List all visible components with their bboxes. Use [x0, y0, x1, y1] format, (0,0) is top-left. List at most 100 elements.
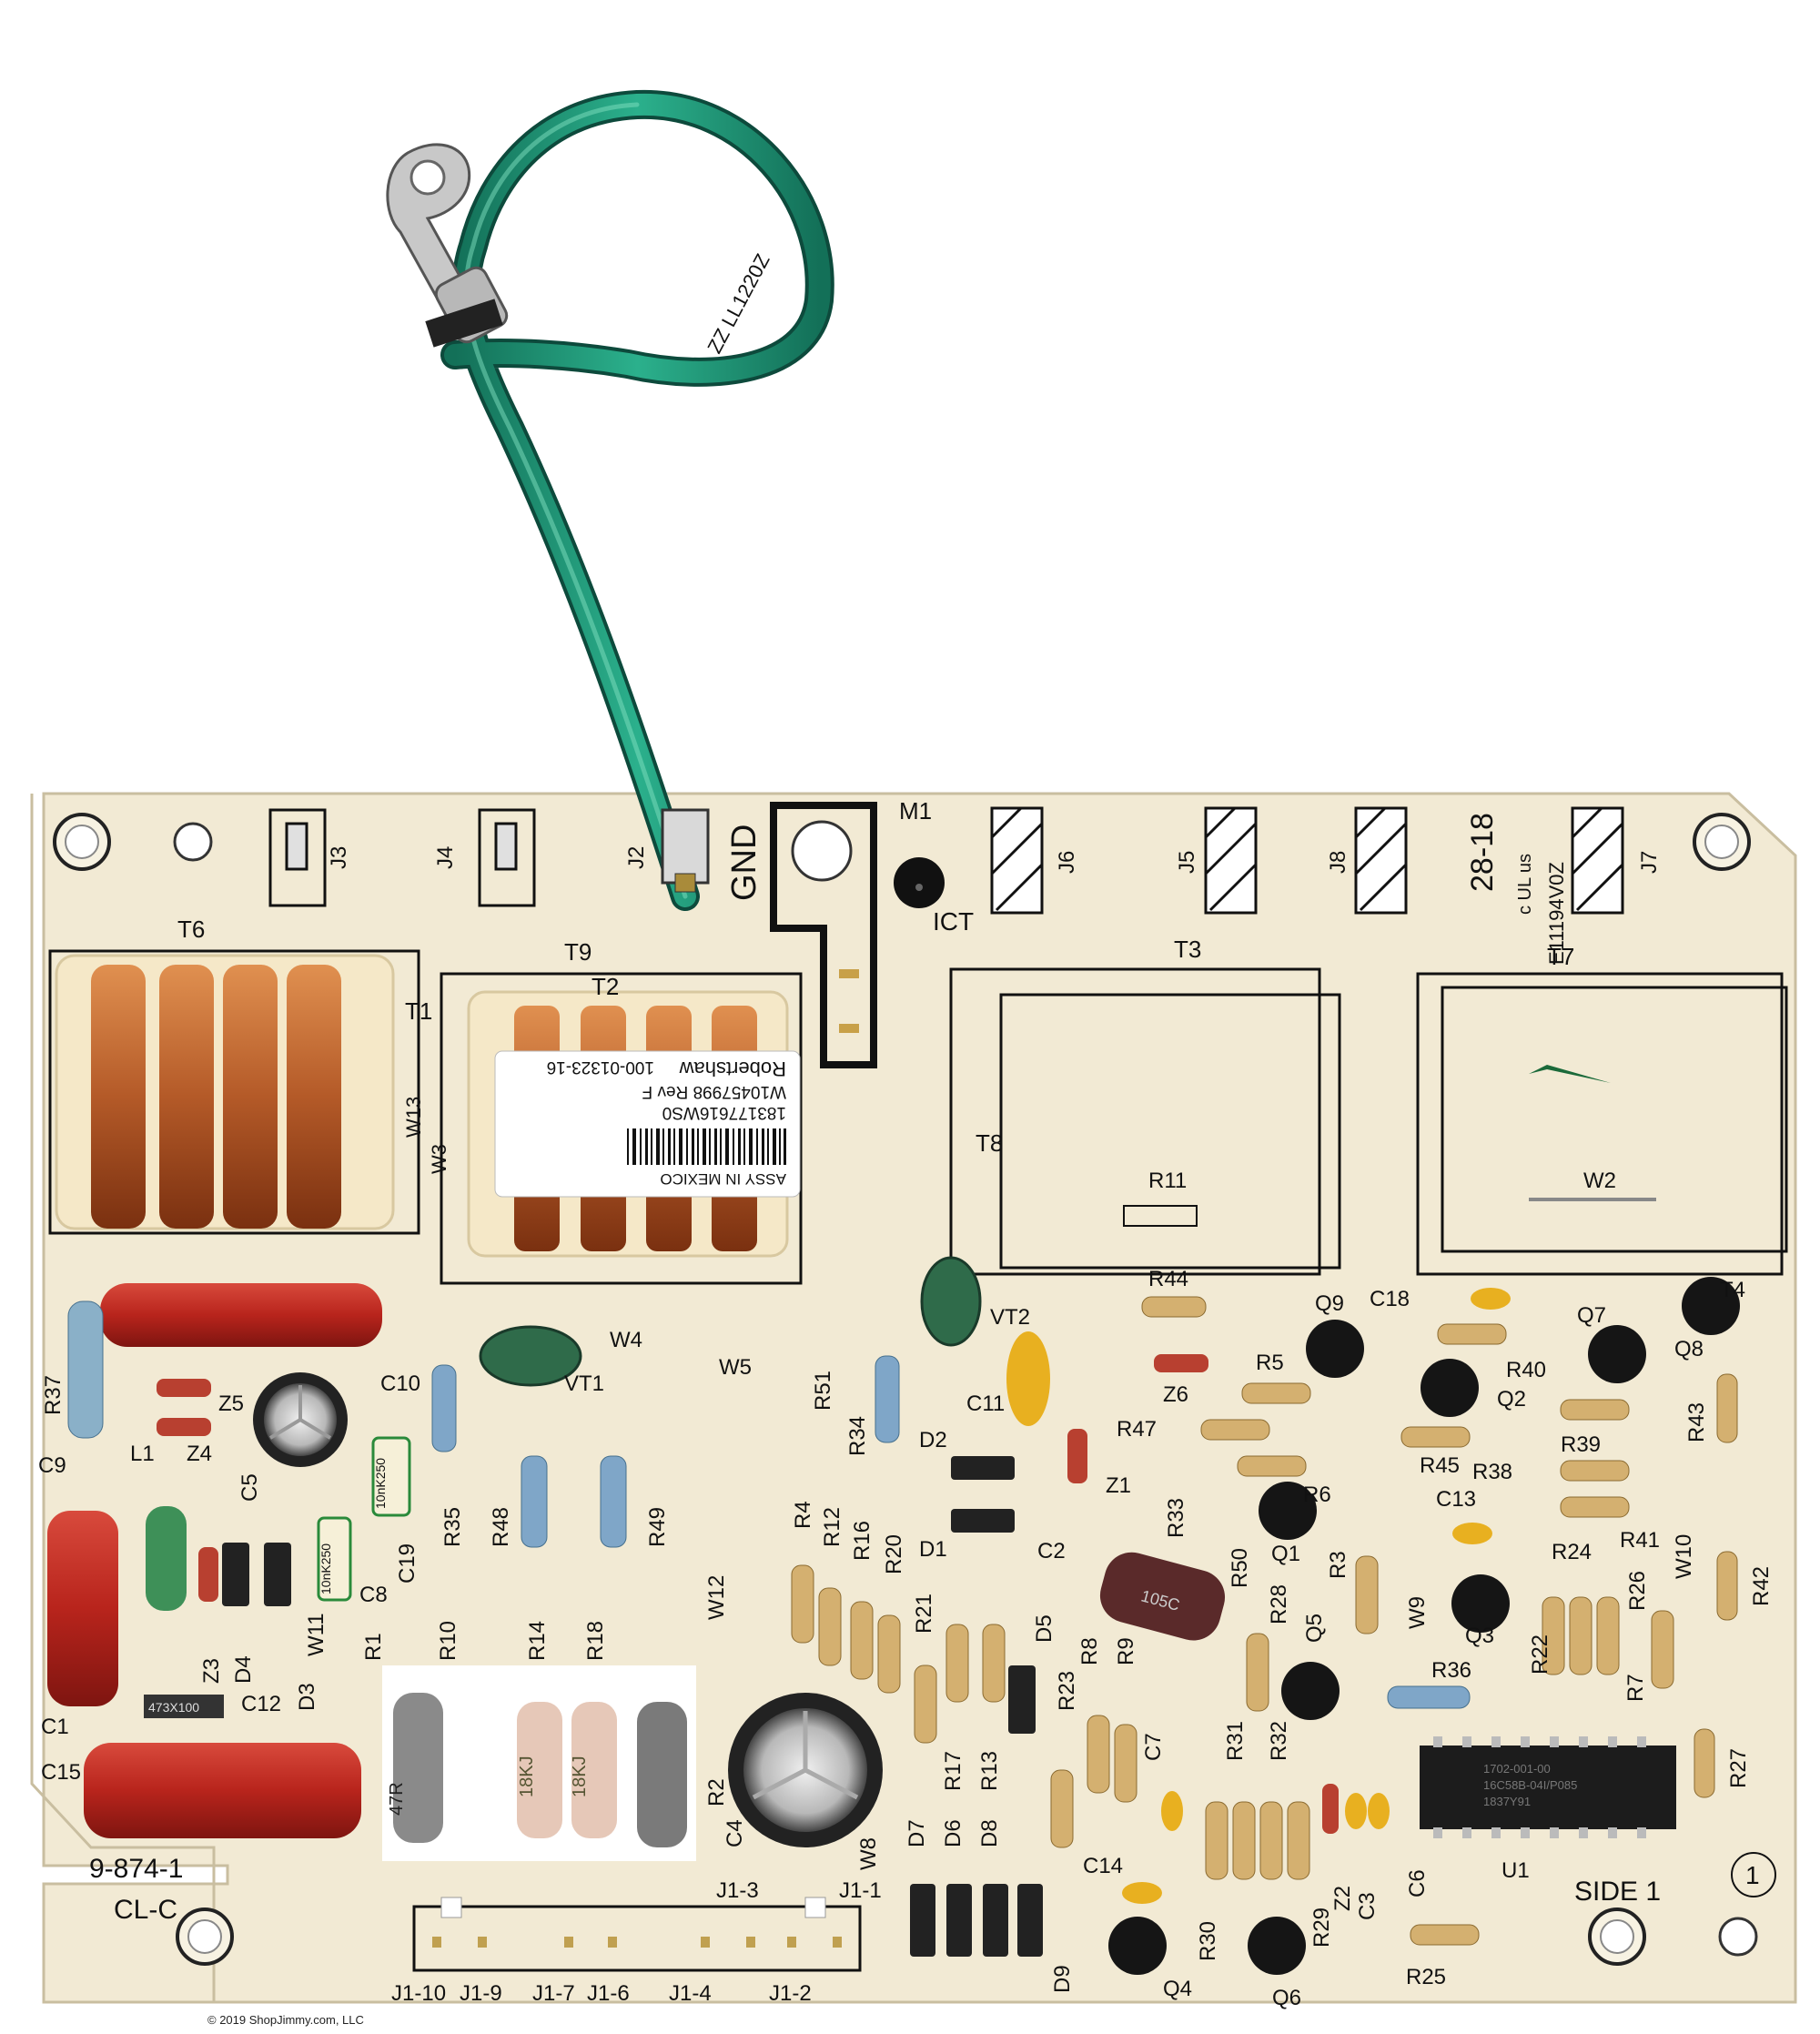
copyright-text: © 2019 ShopJimmy.com, LLC	[207, 2013, 364, 2027]
diodes	[222, 1456, 1043, 1957]
label-r29: R29	[1309, 1908, 1334, 1948]
sticker-line4: Robertshaw	[679, 1057, 786, 1080]
label-vt1: VT1	[564, 1371, 604, 1396]
label-side: SIDE 1	[1574, 1877, 1661, 1907]
label-gnd: GND	[725, 825, 763, 901]
label-r39: R39	[1561, 1432, 1601, 1457]
label-r32: R32	[1267, 1721, 1291, 1761]
label-q6: Q6	[1272, 1986, 1301, 2010]
label-c7: C7	[1141, 1733, 1166, 1761]
label-r47: R47	[1117, 1417, 1157, 1442]
label-r22: R22	[1528, 1634, 1552, 1675]
label-r24: R24	[1552, 1540, 1592, 1564]
cap-c11-yellow	[1006, 1331, 1050, 1426]
electrolytic-cap-c4	[728, 1693, 883, 1847]
label-q7: Q7	[1577, 1303, 1606, 1328]
label-c5: C5	[238, 1473, 262, 1502]
small-resistors	[1141, 1296, 1738, 1946]
label-t7: T7	[1547, 943, 1574, 970]
label-q1: Q1	[1271, 1542, 1300, 1566]
label-z1: Z1	[1106, 1473, 1131, 1498]
j2-terminal	[661, 808, 710, 885]
label-w9: W9	[1405, 1596, 1430, 1629]
r14-value: 18KJ	[517, 1756, 537, 1797]
label-q8: Q8	[1674, 1337, 1704, 1361]
label-u1: U1	[1502, 1858, 1530, 1883]
film-cap-c1	[47, 1511, 118, 1706]
label-w8: W8	[856, 1837, 881, 1870]
label-q9: Q9	[1315, 1291, 1344, 1316]
label-r45: R45	[1420, 1453, 1460, 1478]
c1-label-cap	[144, 1695, 224, 1718]
label-ul-mark: c UL us	[1515, 854, 1535, 915]
t6-coil	[48, 949, 420, 1235]
label-c9: C9	[38, 1453, 66, 1478]
label-t6: T6	[177, 916, 205, 943]
label-r44: R44	[1148, 1267, 1188, 1291]
label-c13: C13	[1436, 1487, 1476, 1512]
label-w5: W5	[719, 1355, 752, 1380]
label-c19: C19	[395, 1543, 420, 1584]
gnd-outline	[770, 802, 877, 1068]
label-r2: R2	[704, 1778, 729, 1806]
label-r3: R3	[1326, 1551, 1350, 1579]
t7-outline	[1416, 972, 1788, 1276]
label-w11: W11	[304, 1613, 329, 1656]
label-r36: R36	[1431, 1658, 1471, 1683]
sticker-line5: 100-01323-16	[547, 1057, 654, 1077]
label-j4: J4	[433, 846, 458, 869]
ring-terminal	[386, 143, 509, 348]
label-z6: Z6	[1163, 1382, 1188, 1407]
sticker-line3: W10457998 Rev F	[642, 1082, 786, 1101]
label-date-code: 28-18	[1465, 813, 1500, 892]
silkscreen-labels: W13 W3 W4 W5 VT1 VT2 R37 C10 Z5 Z4 L1 C9…	[38, 1097, 1776, 2010]
small-yellow-caps	[1122, 1288, 1511, 1904]
m1-sensor	[894, 857, 945, 908]
label-r23: R23	[1055, 1671, 1079, 1711]
barcode	[627, 1128, 786, 1165]
label-z3: Z3	[199, 1658, 224, 1684]
pcb-board-left-notch	[30, 794, 1795, 2004]
label-r17: R17	[941, 1751, 966, 1791]
label-c8: C8	[359, 1583, 388, 1607]
label-t8: T8	[976, 1129, 1003, 1157]
label-d1: D1	[919, 1537, 947, 1562]
label-r8: R8	[1077, 1637, 1102, 1665]
label-r50: R50	[1228, 1548, 1252, 1588]
label-r4: R4	[791, 1501, 815, 1529]
label-r20: R20	[882, 1534, 906, 1574]
ic-u1: 1702-001-00 16C58B-04I/P085 1837Y91	[1420, 1736, 1676, 1838]
c19-value: 10nK250	[373, 1458, 388, 1509]
t3-outline	[949, 967, 1341, 1276]
label-ict: ICT	[933, 907, 974, 936]
label-j1-7: J1-7	[532, 1981, 575, 2006]
sticker-line1: ASSY IN MEXICO	[660, 1170, 786, 1188]
label-r43: R43	[1684, 1402, 1709, 1442]
label-d3: D3	[295, 1683, 319, 1711]
label-r18: R18	[583, 1621, 608, 1661]
label-r7: R7	[1623, 1674, 1648, 1702]
u1-line1: 1702-001-00	[1483, 1762, 1551, 1776]
label-z4: Z4	[187, 1442, 212, 1466]
label-c14: C14	[1083, 1854, 1123, 1878]
label-t9: T9	[564, 938, 592, 966]
label-board-code: 9-874-1	[89, 1854, 183, 1884]
label-vt2: VT2	[990, 1305, 1030, 1330]
c8-value: 10nK250	[318, 1543, 333, 1594]
label-j1-4: J1-4	[669, 1981, 712, 2006]
label-r6: R6	[1303, 1482, 1331, 1507]
label-r48: R48	[489, 1507, 513, 1547]
label-r37: R37	[41, 1375, 66, 1415]
label-r14: R14	[525, 1621, 550, 1661]
u1-line2: 16C58B-04I/P085	[1483, 1778, 1577, 1792]
label-j7: J7	[1637, 851, 1662, 874]
mounting-holes	[53, 813, 1758, 1966]
label-r34: R34	[845, 1416, 870, 1456]
label-z2: Z2	[1330, 1886, 1355, 1911]
label-r42: R42	[1749, 1566, 1774, 1606]
label-j1-3: J1-3	[716, 1878, 759, 1903]
label-w12: W12	[704, 1575, 729, 1620]
label-t3: T3	[1174, 936, 1201, 963]
label-r1: R1	[361, 1633, 386, 1661]
label-r38: R38	[1472, 1460, 1512, 1484]
